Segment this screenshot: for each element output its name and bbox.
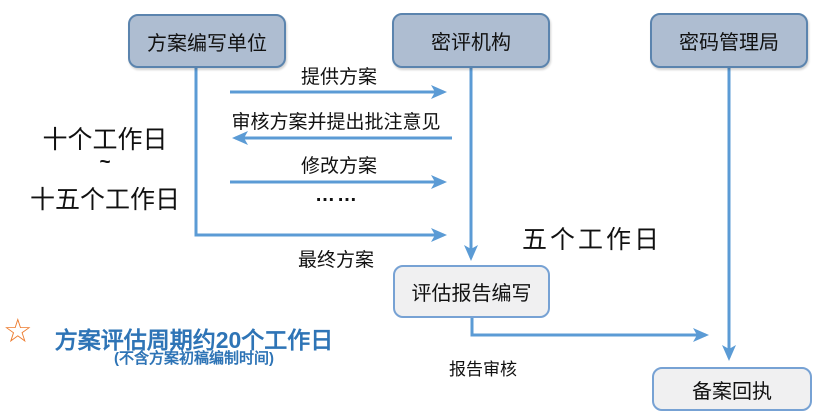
note-cycle-title: 方案评估周期约20个工作日 (54, 327, 334, 353)
actor-box-plan-writing-unit: 方案编写单位 (128, 14, 286, 68)
duration-left-line2: 十五个工作日 (29, 186, 180, 214)
message-label-modify-plan: 修改方案 (300, 156, 377, 177)
node-label: 评估报告编写 (411, 283, 532, 305)
duration-five-working-days: 五个工作日 (521, 226, 662, 254)
message-label-review-plan: 审核方案并提出批注意见 (231, 112, 441, 133)
actor-box-crypto-administration: 密码管理局 (650, 13, 808, 68)
message-label-final-plan: 最终方案 (297, 250, 374, 271)
final-plan-connector (194, 68, 447, 242)
actor-label: 方案编写单位 (147, 32, 267, 55)
node-label: 备案回执 (692, 380, 772, 403)
node-box-filing-receipt: 备案回执 (652, 367, 812, 411)
actor-box-evaluation-agency: 密评机构 (392, 13, 550, 68)
report-to-bureau-arrow (470, 318, 709, 342)
actor-label: 密评机构 (431, 32, 511, 54)
node-box-report-writing: 评估报告编写 (393, 265, 550, 318)
duration-left-tilde: ~ (99, 152, 111, 173)
message-label-ellipsis: …… (315, 184, 359, 206)
message-label-provide-plan: 提供方案 (300, 67, 377, 88)
star-icon: ☆ (3, 312, 33, 349)
label-report-review: 报告审核 (449, 360, 517, 379)
duration-left-line1: 十个工作日 (42, 126, 168, 154)
actor-label: 密码管理局 (679, 32, 779, 54)
note-cycle-subtitle: (不含方案初稿编制时间) (114, 350, 274, 367)
